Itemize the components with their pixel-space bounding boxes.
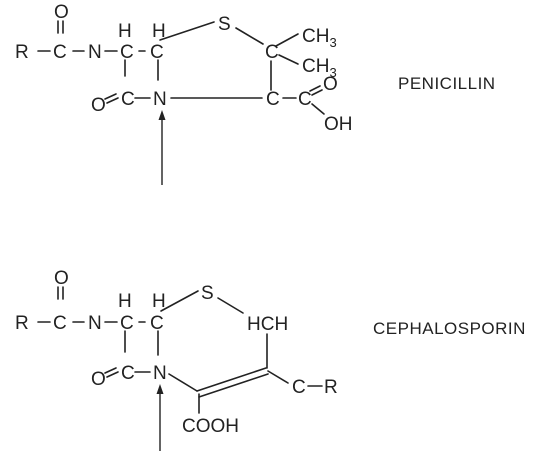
pen-atom-c1: C xyxy=(120,42,134,63)
pen-atom-h1: H xyxy=(118,21,132,42)
pen-cacid-oh-bond xyxy=(311,103,325,115)
pen-atom-s: S xyxy=(218,14,231,35)
ceph-lactam-double-bond-a xyxy=(104,367,117,374)
ceph-atom-c1: C xyxy=(120,313,134,334)
ceph-c2-s-bond xyxy=(160,290,199,312)
ceph-atom-c2: C xyxy=(150,313,164,334)
pen-lactam-double-bond-a xyxy=(104,93,117,100)
pen-atom-ch3-b: CH3 xyxy=(302,56,337,80)
ceph-s-hch-bond xyxy=(217,297,244,314)
pen-atom-c-carb: C xyxy=(266,89,280,110)
pen-atom-c-gem: C xyxy=(265,42,279,63)
ceph-atom-c-lactam: C xyxy=(121,363,135,384)
pen-atom-c2: C xyxy=(150,42,164,63)
pen-atom-h2: H xyxy=(152,21,166,42)
ceph-atom-c-side: C xyxy=(292,377,306,398)
ceph-atom-c-acyl: C xyxy=(53,313,67,334)
pen-atom-c-acid: C xyxy=(298,89,312,110)
pen-atom-ch3-a: CH3 xyxy=(302,26,337,50)
pen-lactam-double-bond-b xyxy=(106,97,119,104)
cephalosporin-structure: O R C N H H C C S HCH O C N C R COOH CEP… xyxy=(15,268,526,451)
ceph-atom-cooh: COOH xyxy=(182,416,239,437)
pen-atom-o-lactam: O xyxy=(91,95,106,116)
pen-atom-o-top: O xyxy=(54,2,69,23)
penicillin-label: PENICILLIN xyxy=(398,74,496,93)
ceph-atom-h2: H xyxy=(152,291,166,312)
ceph-ring-double-bond-a xyxy=(196,367,267,392)
ceph-atom-n-amide: N xyxy=(88,313,102,334)
pen-arrow-head-icon xyxy=(158,110,166,120)
ceph-atom-hch: HCH xyxy=(247,314,288,335)
pen-atom-oh: OH xyxy=(324,114,353,135)
pen-atom-n-amide: N xyxy=(88,42,102,63)
pen-atom-r: R xyxy=(15,42,29,63)
cephalosporin-label: CEPHALOSPORIN xyxy=(373,319,526,338)
pen-cgem-ch3a-bond xyxy=(275,33,299,47)
ceph-atom-n-ring: N xyxy=(153,363,167,384)
pen-acid-double-bond-b xyxy=(311,89,323,96)
ceph-atom-o-top: O xyxy=(54,268,69,289)
penicillin-structure: O R C N H H C C S C CH3 CH3 O C N C C O … xyxy=(15,2,496,185)
ceph-ring-double-bond-b xyxy=(198,373,269,398)
ceph-lactam-double-bond-b xyxy=(106,371,119,378)
pen-atom-c-lactam: C xyxy=(121,89,135,110)
pen-atom-o-acid: O xyxy=(323,74,338,95)
pen-atom-n-ring: N xyxy=(153,89,167,110)
ceph-atom-o-lactam: O xyxy=(91,369,106,390)
ceph-arrow-head-icon xyxy=(156,384,164,394)
pen-atom-c-acyl: C xyxy=(53,42,67,63)
pen-cgem-ch3b-bond xyxy=(278,54,299,65)
ceph-c-cside-bond xyxy=(267,370,289,384)
ceph-n-cdouble-bond xyxy=(168,373,198,392)
ceph-atom-s: S xyxy=(201,283,214,304)
ceph-atom-r-side: R xyxy=(324,377,338,398)
pen-s-cgem-bond xyxy=(235,27,264,45)
pen-c2-s-bond xyxy=(159,21,215,41)
pen-acid-double-bond-a xyxy=(309,85,321,92)
ceph-atom-r: R xyxy=(15,313,29,334)
ceph-atom-h1: H xyxy=(118,291,132,312)
